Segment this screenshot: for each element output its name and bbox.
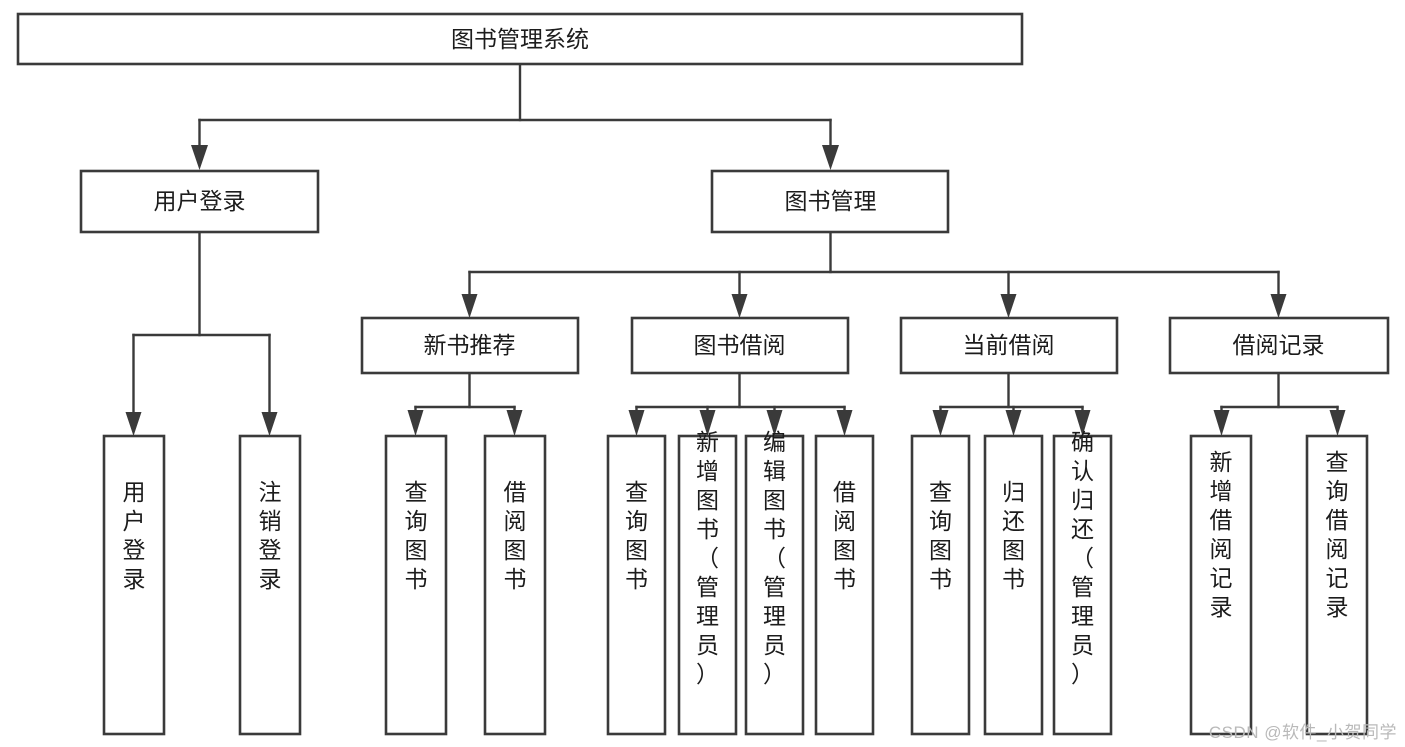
arrow-leaf-borrow-edit (766, 410, 783, 436)
node-leaf-recommend-borrow-book-label: 借阅图书 (504, 479, 527, 592)
node-leaf-borrow-query-book-label: 查询图书 (625, 479, 648, 592)
arrow-leaf-current-confirm (1074, 410, 1091, 436)
node-current-borrow-box[interactable] (899, 316, 1119, 375)
node-leaf-logout[interactable]: 注销登录 (238, 434, 302, 736)
node-root-system[interactable]: 图书管理系统 (16, 12, 1024, 66)
arrow-to-current-borrow (1000, 294, 1017, 318)
node-book-borrow-label: 图书借阅 (694, 332, 786, 358)
node-leaf-user-login-label: 用户登录 (123, 479, 146, 592)
node-leaf-confirm-return-admin-label: 确认归还（管理员） (1071, 429, 1094, 687)
arrow-to-book-manage (822, 145, 839, 170)
node-root-system-box[interactable] (16, 12, 1024, 66)
arrow-leaf-record-query (1329, 410, 1346, 436)
node-leaf-confirm-return-admin-box[interactable] (1052, 434, 1113, 736)
node-leaf-borrow-query-book-box[interactable] (606, 434, 667, 736)
node-borrow-record[interactable]: 借阅记录 (1168, 316, 1390, 375)
node-leaf-recommend-borrow-book[interactable]: 借阅图书 (483, 434, 547, 736)
node-leaf-query-borrow-record-label: 查询借阅记录 (1326, 449, 1349, 620)
csdn-watermark: CSDN @软件_小贺同学 (1208, 723, 1397, 742)
node-book-borrow-box[interactable] (630, 316, 850, 375)
node-borrow-record-label: 借阅记录 (1233, 332, 1325, 358)
arrow-to-user-login (191, 145, 208, 170)
node-leaf-add-borrow-record[interactable]: 新增借阅记录 (1189, 434, 1253, 736)
node-book-manage[interactable]: 图书管理 (710, 169, 950, 234)
node-leaf-confirm-return-admin[interactable]: 确认归还（管理员） (1052, 429, 1113, 736)
arrow-leaf-recommend-borrow (506, 410, 523, 436)
arrow-leaf-borrow-query (628, 410, 645, 436)
arrow-leaf-logout (261, 412, 278, 436)
node-leaf-borrow-lend-book-box[interactable] (814, 434, 875, 736)
node-leaf-return-book-label: 归还图书 (1002, 479, 1025, 592)
node-book-manage-label: 图书管理 (785, 188, 877, 214)
node-leaf-current-query-book[interactable]: 查询图书 (910, 434, 971, 736)
node-book-manage-box[interactable] (710, 169, 950, 234)
arrow-leaf-current-return (1005, 410, 1022, 436)
node-borrow-record-box[interactable] (1168, 316, 1390, 375)
node-leaf-return-book[interactable]: 归还图书 (983, 434, 1044, 736)
node-leaf-edit-book-admin[interactable]: 编辑图书（管理员） (744, 429, 805, 736)
node-leaf-edit-book-admin-box[interactable] (744, 434, 805, 736)
arrow-leaf-record-add (1213, 410, 1230, 436)
arrow-to-book-borrow (731, 294, 748, 318)
node-leaf-recommend-borrow-book-box[interactable] (483, 434, 547, 736)
node-leaf-edit-book-admin-label: 编辑图书（管理员） (763, 429, 786, 687)
arrow-to-new-book-recommend (461, 294, 478, 318)
node-leaf-logout-box[interactable] (238, 434, 302, 736)
node-user-login-box[interactable] (79, 169, 320, 234)
node-leaf-recommend-query-book-box[interactable] (384, 434, 448, 736)
node-current-borrow[interactable]: 当前借阅 (899, 316, 1119, 375)
node-leaf-recommend-query-book[interactable]: 查询图书 (384, 434, 448, 736)
node-leaf-query-borrow-record-box[interactable] (1305, 434, 1369, 736)
node-leaf-current-query-book-box[interactable] (910, 434, 971, 736)
node-leaf-add-book-admin-label: 新增图书（管理员） (696, 429, 719, 687)
node-leaf-logout-label: 注销登录 (259, 479, 282, 592)
arrow-leaf-borrow-add (699, 410, 716, 436)
node-current-borrow-label: 当前借阅 (963, 332, 1055, 358)
node-leaf-add-book-admin[interactable]: 新增图书（管理员） (677, 429, 738, 736)
node-leaf-query-borrow-record[interactable]: 查询借阅记录 (1305, 434, 1369, 736)
node-leaf-borrow-query-book[interactable]: 查询图书 (606, 434, 667, 736)
node-new-book-recommend-box[interactable] (360, 316, 580, 375)
node-book-borrow[interactable]: 图书借阅 (630, 316, 850, 375)
arrow-leaf-borrow-lend (836, 410, 853, 436)
edge-layer (125, 62, 1346, 436)
node-leaf-add-borrow-record-box[interactable] (1189, 434, 1253, 736)
node-leaf-return-book-box[interactable] (983, 434, 1044, 736)
node-leaf-add-borrow-record-label: 新增借阅记录 (1210, 449, 1233, 620)
arrow-to-borrow-record (1270, 294, 1287, 318)
node-new-book-recommend[interactable]: 新书推荐 (360, 316, 580, 375)
node-leaf-user-login-box[interactable] (102, 434, 166, 736)
arrow-leaf-user-login (125, 412, 142, 436)
node-root-system-label: 图书管理系统 (451, 26, 589, 52)
node-leaf-borrow-lend-book[interactable]: 借阅图书 (814, 434, 875, 736)
node-leaf-add-book-admin-box[interactable] (677, 434, 738, 736)
node-new-book-recommend-label: 新书推荐 (424, 332, 516, 358)
arrow-leaf-current-query (932, 410, 949, 436)
node-user-login-label: 用户登录 (154, 188, 246, 214)
node-leaf-recommend-query-book-label: 查询图书 (405, 479, 428, 592)
node-leaf-current-query-book-label: 查询图书 (929, 479, 952, 592)
arrow-leaf-recommend-query (407, 410, 424, 436)
node-user-login[interactable]: 用户登录 (79, 169, 320, 234)
node-leaf-user-login[interactable]: 用户登录 (102, 434, 166, 736)
node-leaf-borrow-lend-book-label: 借阅图书 (833, 479, 856, 592)
